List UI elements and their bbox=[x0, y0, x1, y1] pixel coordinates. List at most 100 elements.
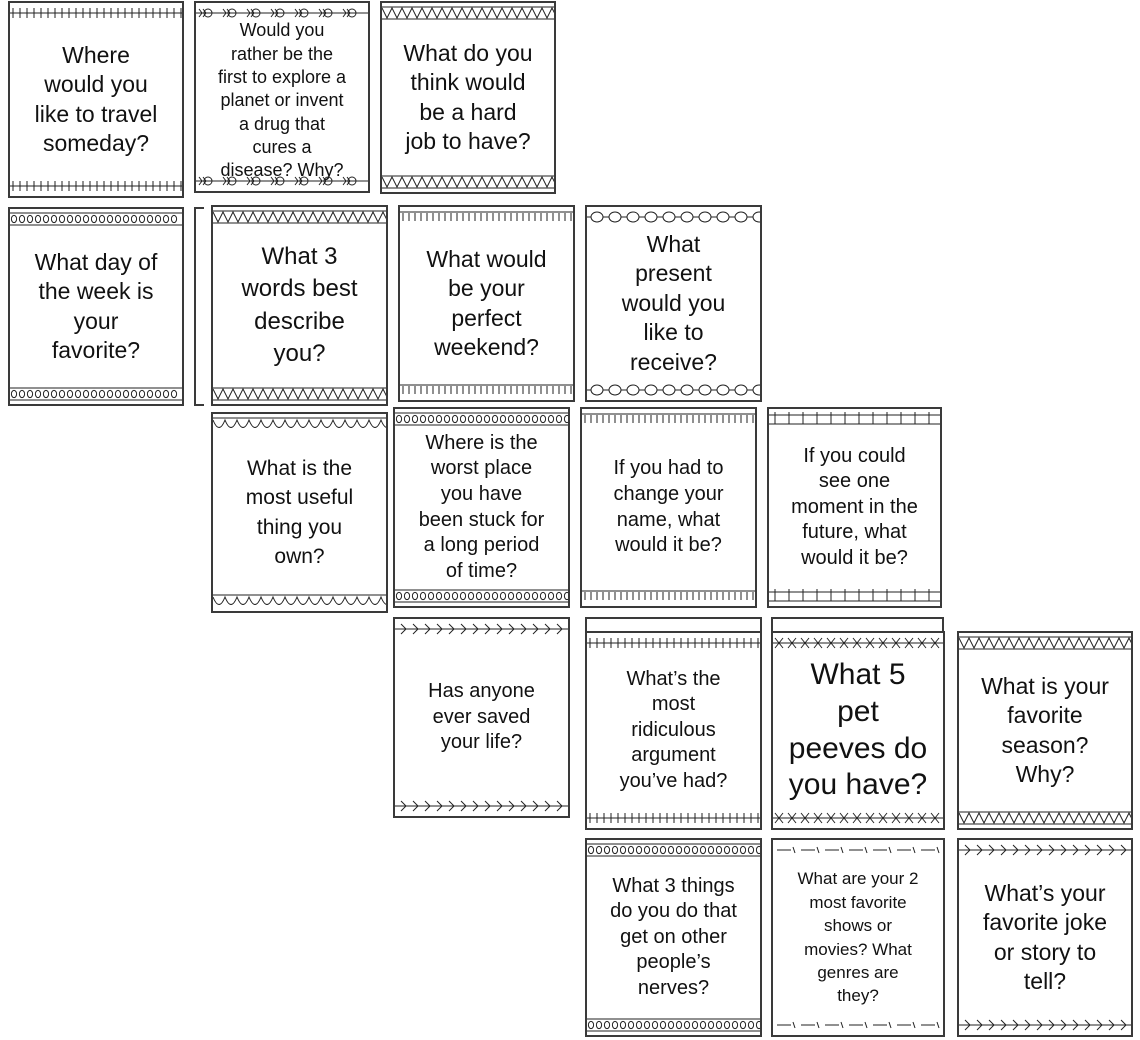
doodle-border-icon bbox=[773, 637, 943, 649]
doodle-border-icon bbox=[959, 844, 1131, 856]
card-question: What would be your perfect weekend? bbox=[426, 245, 547, 360]
question-card: What is your favorite season? Why? bbox=[957, 631, 1133, 830]
card-question: If you could see one moment in the futur… bbox=[791, 444, 918, 569]
card-border-pattern-top bbox=[959, 843, 1131, 857]
card-border-pattern-top bbox=[10, 212, 182, 226]
doodle-border-icon bbox=[959, 811, 1131, 825]
question-card: What 3 things do you do that get on othe… bbox=[585, 838, 762, 1037]
card-border-pattern-top bbox=[10, 6, 182, 20]
card-border-pattern-bottom bbox=[959, 1018, 1131, 1032]
card-border-pattern-bottom bbox=[582, 589, 755, 603]
card-border-pattern-bottom bbox=[769, 589, 940, 603]
question-card: What 3 words best describe you? bbox=[211, 205, 388, 406]
card-question: Has anyone ever saved your life? bbox=[428, 680, 535, 754]
doodle-border-icon bbox=[769, 412, 940, 425]
question-card: Where is the worst place you have been s… bbox=[393, 407, 570, 608]
card-border-pattern-bottom bbox=[587, 383, 760, 397]
doodle-border-icon bbox=[587, 843, 760, 857]
doodle-border-icon bbox=[769, 589, 940, 602]
question-card: What is the most useful thing you own? bbox=[211, 412, 388, 613]
question-card: What present would you like to receive? bbox=[585, 205, 762, 402]
card-edge-fragment bbox=[771, 617, 944, 633]
card-edge-fragment bbox=[585, 617, 762, 633]
question-card: What would be your perfect weekend? bbox=[398, 205, 575, 402]
card-edge-fragment bbox=[194, 207, 204, 406]
card-border-pattern-bottom bbox=[395, 799, 568, 813]
card-border-pattern-top bbox=[395, 412, 568, 426]
card-border-pattern-bottom bbox=[773, 811, 943, 825]
question-card: What 5 pet peeves do you have? bbox=[771, 631, 945, 830]
card-border-pattern-top bbox=[587, 843, 760, 857]
card-border-pattern-top bbox=[196, 6, 368, 20]
doodle-border-icon bbox=[213, 387, 386, 401]
card-border-pattern-top bbox=[382, 6, 554, 20]
doodle-border-icon bbox=[777, 846, 940, 854]
doodle-border-icon bbox=[10, 8, 182, 18]
card-border-pattern-top bbox=[587, 636, 760, 650]
doodle-border-icon bbox=[959, 1019, 1131, 1031]
card-question: Would you rather be the first to explore… bbox=[217, 20, 347, 181]
question-card: What are your 2 most favorite shows or m… bbox=[771, 838, 945, 1037]
doodle-border-icon bbox=[382, 6, 554, 20]
card-border-pattern-top bbox=[587, 210, 760, 224]
question-card: If you could see one moment in the futur… bbox=[767, 407, 942, 608]
doodle-border-icon bbox=[777, 1021, 940, 1029]
doodle-border-icon bbox=[587, 638, 760, 648]
card-question: What are your 2 most favorite shows or m… bbox=[797, 869, 919, 1006]
card-question: Where is the worst place you have been s… bbox=[418, 431, 545, 582]
card-question: What is the most useful thing you own? bbox=[245, 456, 354, 568]
doodle-border-icon bbox=[213, 210, 386, 224]
doodle-border-icon bbox=[395, 800, 568, 812]
card-border-pattern-bottom bbox=[959, 811, 1131, 825]
card-border-pattern-bottom bbox=[587, 811, 760, 825]
doodle-border-icon bbox=[587, 384, 760, 396]
card-border-pattern-top bbox=[959, 636, 1131, 650]
card-question: What do you think would be a hard job to… bbox=[403, 39, 533, 154]
doodle-border-icon bbox=[587, 813, 760, 823]
question-card: Would you rather be the first to explore… bbox=[194, 1, 370, 193]
doodle-border-icon bbox=[395, 623, 568, 635]
doodle-border-icon bbox=[582, 413, 755, 423]
doodle-border-icon bbox=[213, 594, 386, 605]
card-border-pattern-bottom bbox=[382, 175, 554, 189]
doodle-border-icon bbox=[395, 589, 568, 603]
card-border-pattern-bottom bbox=[213, 594, 386, 608]
card-question: What’s your favorite joke or story to te… bbox=[982, 879, 1107, 994]
doodle-border-icon bbox=[10, 387, 182, 401]
card-border-pattern-bottom bbox=[400, 383, 573, 397]
doodle-border-icon bbox=[395, 412, 568, 426]
doodle-border-icon bbox=[213, 417, 386, 428]
card-question: What day of the week is your favorite? bbox=[34, 248, 158, 363]
question-card: What do you think would be a hard job to… bbox=[380, 1, 556, 194]
card-question: What 5 pet peeves do you have? bbox=[788, 658, 928, 802]
card-question: Where would you like to travel someday? bbox=[34, 41, 158, 156]
card-border-pattern-bottom bbox=[213, 387, 386, 401]
card-question: What’s the most ridiculous argument you’… bbox=[619, 667, 728, 792]
card-border-pattern-top bbox=[773, 636, 943, 650]
card-question: What 3 words best describe you? bbox=[241, 242, 358, 367]
doodle-border-icon bbox=[587, 1018, 760, 1032]
doodle-border-icon bbox=[400, 211, 573, 221]
doodle-border-icon bbox=[587, 211, 760, 223]
card-border-pattern-bottom bbox=[395, 589, 568, 603]
card-border-pattern-top bbox=[773, 843, 943, 857]
card-question: What 3 things do you do that get on othe… bbox=[610, 874, 737, 999]
doodle-border-icon bbox=[10, 212, 182, 226]
question-card: What’s your favorite joke or story to te… bbox=[957, 838, 1133, 1037]
doodle-border-icon bbox=[400, 384, 573, 394]
card-border-pattern-top bbox=[769, 412, 940, 426]
doodle-border-icon bbox=[382, 175, 554, 189]
question-card: What’s the most ridiculous argument you’… bbox=[585, 631, 762, 830]
card-border-pattern-top bbox=[400, 210, 573, 224]
doodle-border-icon bbox=[773, 812, 943, 824]
doodle-border-icon bbox=[196, 8, 368, 18]
card-border-pattern-top bbox=[395, 622, 568, 636]
card-border-pattern-top bbox=[582, 412, 755, 426]
card-border-pattern-top bbox=[213, 210, 386, 224]
question-card: What day of the week is your favorite? bbox=[8, 207, 184, 406]
card-question: What present would you like to receive? bbox=[621, 230, 726, 375]
question-card: Has anyone ever saved your life? bbox=[393, 617, 570, 818]
card-border-pattern-bottom bbox=[773, 1018, 943, 1032]
doodle-border-icon bbox=[10, 181, 182, 191]
card-border-pattern-top bbox=[213, 417, 386, 431]
